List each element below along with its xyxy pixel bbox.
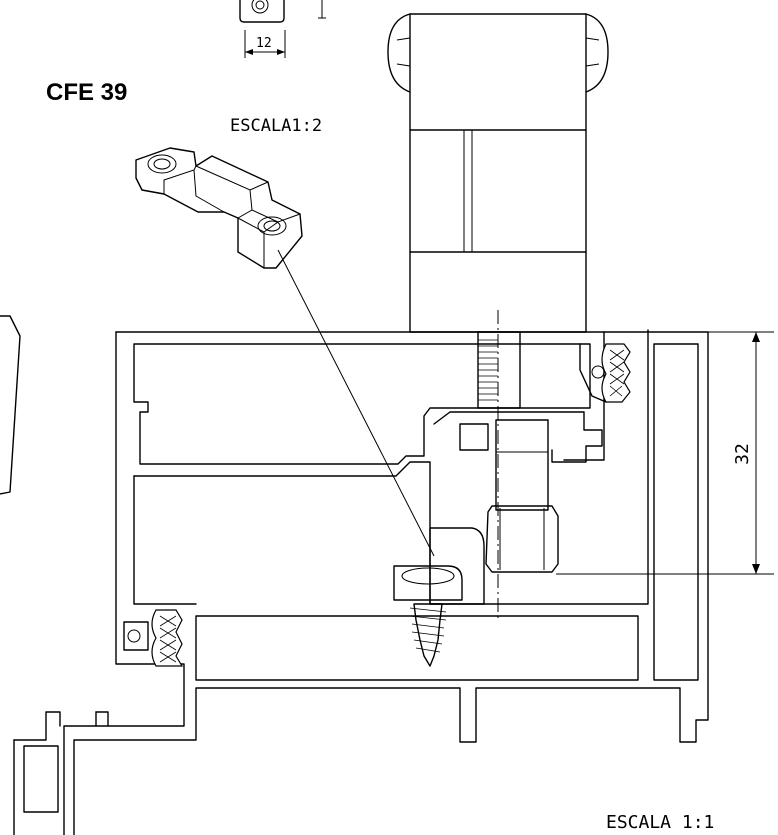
product-label: CFE 39 [46,79,127,106]
handle-body [387,13,609,333]
left-partial-frame [0,315,21,495]
detail-scale-label: ESCALA1:2 [230,116,322,136]
main-profile-section [13,329,709,835]
dimension-height-text: 32 [732,443,753,465]
cfe39-part-3d [135,147,303,269]
gasket-right [591,343,631,403]
top-detail-dimension: 12 [239,0,326,58]
gasket-left [123,609,184,667]
leader-line [277,249,435,557]
main-scale-label: ESCALA 1:1 [606,812,714,833]
dimension-height: 32 [556,331,774,575]
threaded-bolt [459,310,559,620]
fixing-screw [393,527,485,667]
dimension-top-text: 12 [256,36,272,51]
